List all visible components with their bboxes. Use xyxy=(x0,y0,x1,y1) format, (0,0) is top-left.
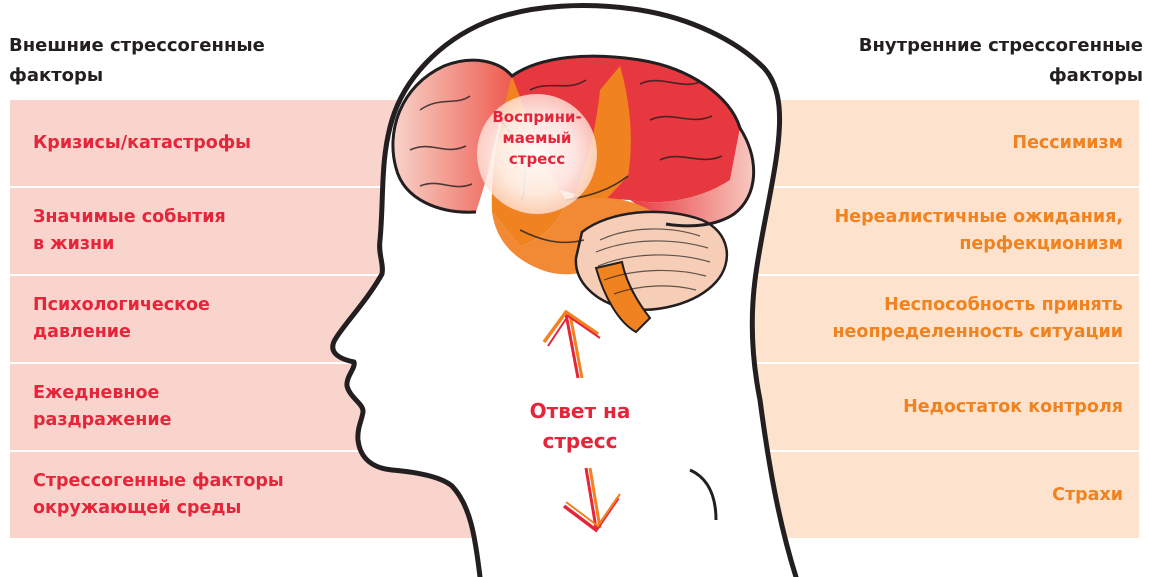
perceived-stress-label: Восприни- маемый стресс xyxy=(478,107,596,170)
stress-response-label: Ответ на стресс xyxy=(510,396,650,456)
